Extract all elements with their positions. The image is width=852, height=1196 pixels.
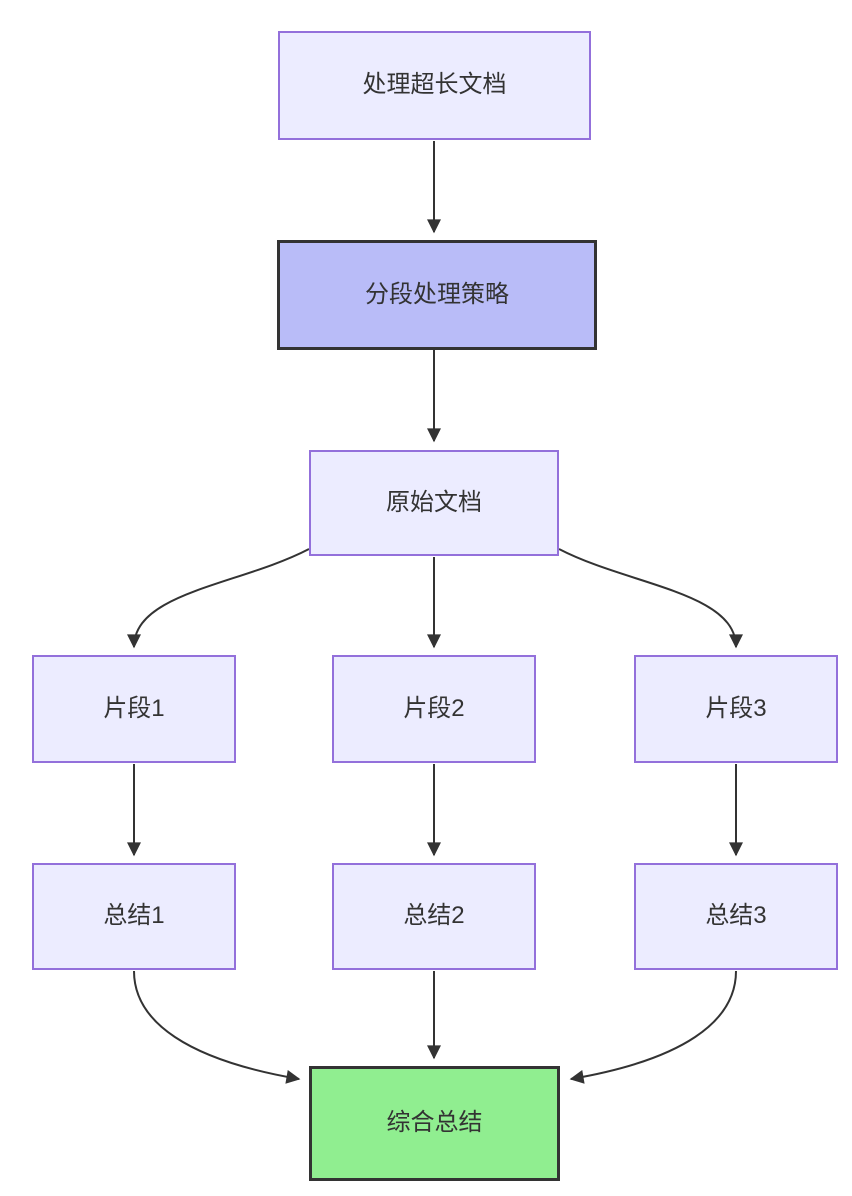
- node-final-summary: 综合总结: [309, 1066, 560, 1181]
- edge-original-to-fragment1: [127, 548, 310, 649]
- node-summary-1: 总结1: [32, 863, 236, 970]
- node-segmentation-strategy: 分段处理策略: [277, 240, 597, 350]
- edge-original-to-fragment3: [558, 548, 743, 649]
- edge-summary3-to-final: [569, 970, 737, 1084]
- node-summary-3: 总结3: [634, 863, 838, 970]
- node-summary-2: 总结2: [332, 863, 536, 970]
- node-original-doc: 原始文档: [309, 450, 559, 556]
- node-process-long-doc: 处理超长文档: [278, 31, 591, 140]
- node-fragment-3: 片段3: [634, 655, 838, 763]
- node-fragment-1: 片段1: [32, 655, 236, 763]
- edge-summary1-to-final: [133, 970, 301, 1084]
- node-fragment-2: 片段2: [332, 655, 536, 763]
